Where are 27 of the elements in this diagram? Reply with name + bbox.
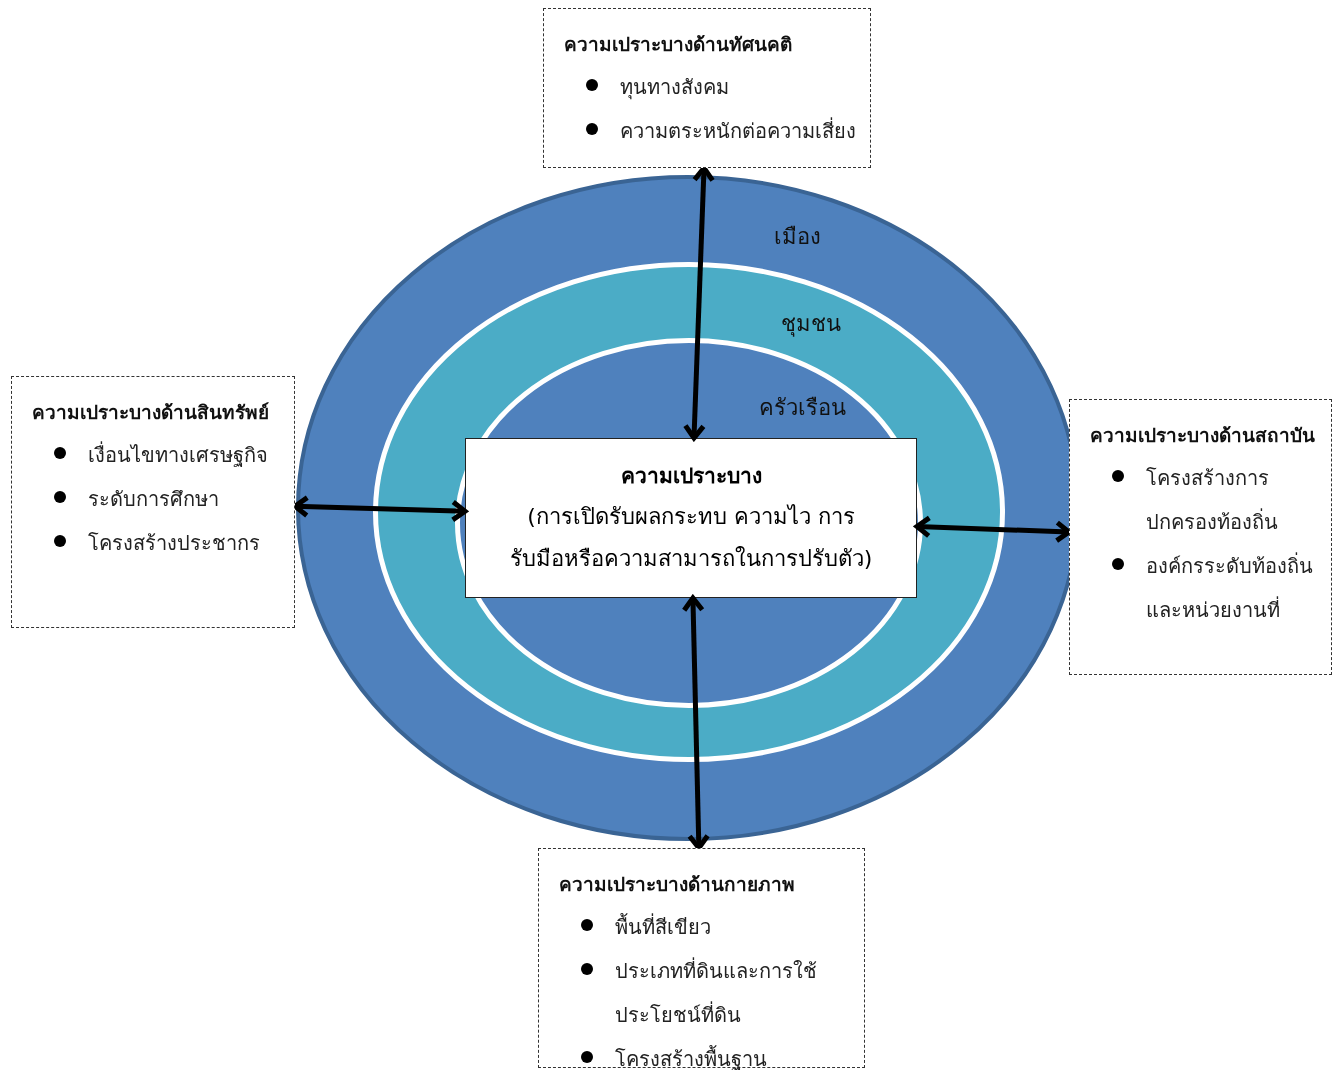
dashed-box: [11, 376, 295, 628]
double-arrow: [914, 515, 1072, 544]
list-item-text: เงื่อนไขทางเศรษฐกิจ: [88, 440, 269, 469]
double-arrow: [292, 495, 468, 523]
box-heading: ความเปราะบางด้านสถาบัน: [1090, 423, 1316, 448]
ring-label: ชุมชน: [781, 310, 841, 339]
ring-label: เมือง: [774, 223, 821, 251]
list-item-text: องค์กรระดับท้องถิ่นและหน่วยงานที่: [1146, 551, 1314, 624]
dashed-box: [1069, 399, 1332, 675]
center-box: [465, 438, 917, 598]
list-item-text: ประเภทที่ดินและการใช้ประโยชน์ที่ดิน: [615, 956, 818, 1029]
list-item-text: โครงสร้างการปกครองท้องถิ่น: [1146, 465, 1279, 536]
list-item-text: โครงสร้างประชากร: [88, 530, 261, 557]
box-heading: ความเปราะบางด้านทัศนคติ: [564, 32, 793, 57]
list-item-text: พื้นที่สีเขียว: [615, 912, 712, 941]
box-description: (การเปิดรับผลกระทบ ความไว การรับมือหรือความสามารถในการปรับตัว): [508, 503, 874, 573]
box-heading: ความเปราะบาง: [619, 463, 763, 490]
box-heading: ความเปราะบางด้านสินทรัพย์: [32, 400, 270, 425]
list-item-text: ระดับการศึกษา: [88, 486, 220, 513]
box-heading: ความเปราะบางด้านกายภาพ: [559, 872, 796, 897]
dashed-box: [538, 848, 865, 1068]
double-arrow: [682, 165, 716, 441]
dashed-box: [543, 8, 871, 168]
list-item-text: ความตระหนักต่อความเสี่ยง: [620, 116, 857, 145]
list-item-text: ทุนทางสังคม: [620, 74, 730, 102]
double-arrow: [681, 595, 711, 851]
ring-label: ครัวเรือน: [759, 394, 846, 422]
